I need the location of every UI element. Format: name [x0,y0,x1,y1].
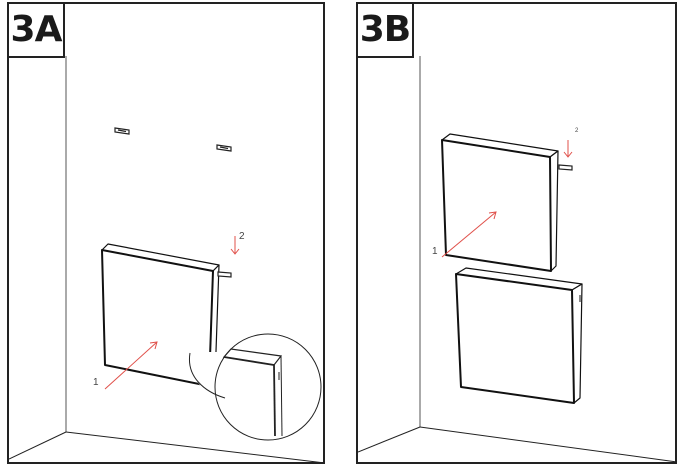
arrow-diagonal-icon [104,341,158,390]
arrow-diagonal-icon [441,211,497,258]
arrow-number: 2 [575,128,579,134]
wall-bracket-icon [217,271,232,278]
wall-bracket-icon [114,127,130,135]
arrow-number: 2 [239,231,245,242]
arrow-down-icon [563,140,573,158]
radiator-panel-upper [441,133,559,272]
step-3a-panel: 3A 2 [7,2,326,464]
wall-bracket-icon [558,164,573,171]
step-label: 3A [7,2,65,58]
radiator-panel-lower [455,267,583,404]
detail-magnifier [188,333,322,441]
step-3a-illustration: 2 1 [9,56,326,464]
step-3b-illustration: 2 1 [358,56,678,463]
wall-bracket-icon [216,144,232,152]
arrow-number: 1 [93,377,99,388]
step-label: 3B [356,2,414,58]
arrow-down-icon [230,236,240,255]
arrow-number: 1 [432,246,438,257]
step-3b-panel: 3B 2 1 [356,2,678,464]
